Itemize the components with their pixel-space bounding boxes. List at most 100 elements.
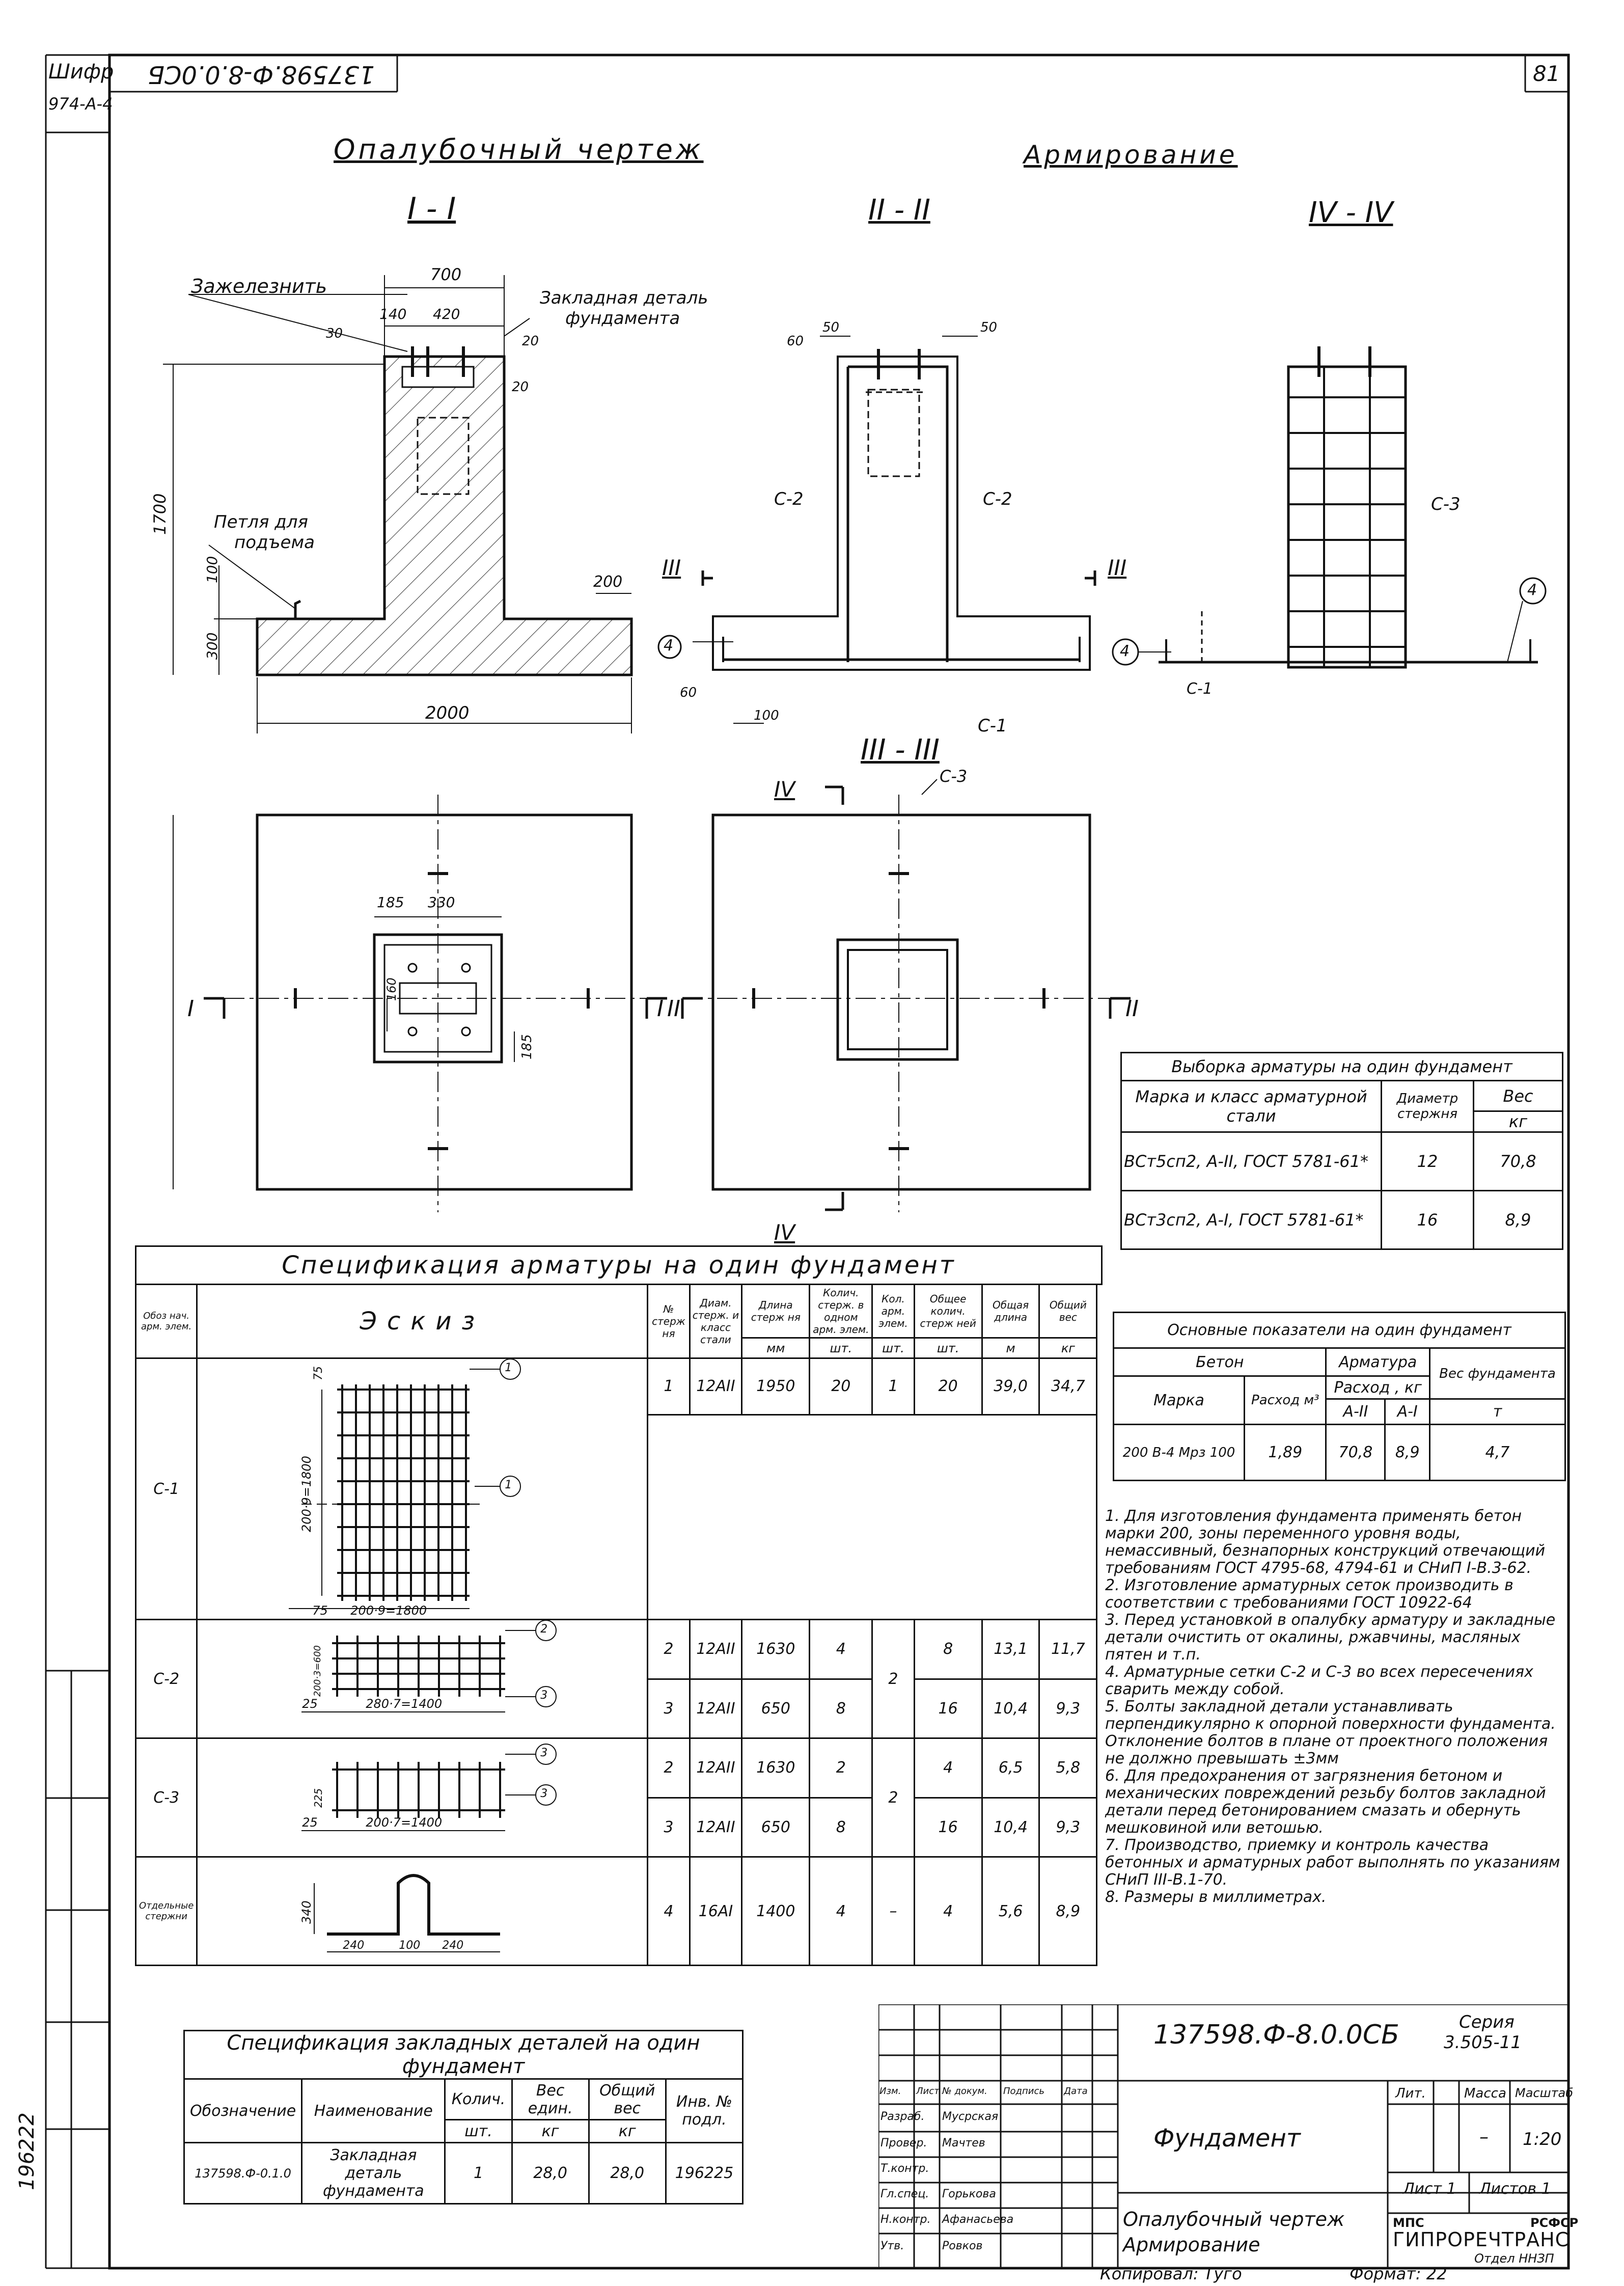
spec-c2-r2-c: 8 (809, 1678, 873, 1739)
tb-series: 3.505-11 (1444, 2032, 1522, 2053)
spec-c1-r1-t: 20 (913, 1357, 983, 1416)
tb-role-5: Н.контр. (880, 2213, 931, 2226)
c2-dim-vert: 200·3=600 (312, 1645, 323, 1697)
ind-h-consumption: Расход м³ (1244, 1375, 1327, 1425)
steel-row-2-mark: ВСт3сп2, А-I, ГОСТ 5781-61* (1120, 1190, 1382, 1250)
spec-sep-l: 1400 (741, 1856, 811, 1966)
spec-h-tot: Общее колич. стерж ней (913, 1284, 983, 1339)
petlya-note-1: Петля для (214, 512, 308, 532)
emb-h-cnt: Колич. (444, 2078, 513, 2120)
spec-c2-r1-l: 1630 (741, 1619, 811, 1680)
zaklad-note-1: Закладная деталь (540, 288, 708, 308)
spec-h-tw: Общий вес (1038, 1284, 1098, 1339)
section-3-cut-left: III (662, 555, 681, 580)
tb-mass: – (1479, 2127, 1489, 2147)
note-1: 1. Для изготовления фундамента применять… (1105, 1507, 1546, 1577)
spec-h-eskiz: Эскиз (196, 1284, 649, 1359)
mark-c3-plan: С-3 (940, 767, 968, 786)
section-2-label: II - II (868, 194, 930, 227)
c1-dim-horiz: 200·9=1800 (350, 1603, 427, 1618)
tb-series-label: Серия (1459, 2012, 1515, 2032)
spec-c2-name: С-2 (134, 1619, 198, 1739)
emb-title: Спецификация закладных деталей на один ф… (183, 2030, 744, 2080)
title-block: 137598.Ф-8.0.0СБ Серия 3.505-11 Фундамен… (878, 2004, 1578, 2268)
spec-c2-r2-no: 3 (647, 1678, 691, 1739)
dim-60a: 60 (787, 334, 804, 349)
spec-sep-no: 4 (647, 1856, 691, 1966)
tb-name-5: Афанасьева (942, 2213, 1014, 2226)
tb-role-1: Разраб. (880, 2110, 925, 2123)
spec-c2-r1-w: 11,7 (1038, 1619, 1098, 1680)
cut-I-right: I (657, 996, 664, 1022)
cut-II-left: II (667, 996, 680, 1022)
spec-c3-r1-no: 2 (647, 1737, 691, 1799)
spec-c3-kel: 2 (871, 1737, 915, 1858)
dim-700: 700 (430, 265, 462, 284)
spec-c2-r2-t: 16 (913, 1678, 983, 1739)
spec-c3-sketch: 25 200·7=1400 225 3 3 (196, 1737, 649, 1858)
ind-consumption: 1,89 (1244, 1424, 1327, 1481)
spec-h-cnt: Колич. стерж. в одном арм. элем. (809, 1284, 873, 1339)
tb-code: 137598.Ф-8.0.0СБ (1153, 2020, 1399, 2050)
spec-c2-kel: 2 (871, 1619, 915, 1739)
spec-c3-r1-w: 5,8 (1038, 1737, 1098, 1799)
left-stub-invno: 196222 (15, 2112, 39, 2190)
tb-role-3: Т.контр. (880, 2162, 929, 2175)
emb-name: Закладная деталь фундамента (301, 2142, 446, 2205)
spec-c3-r1-tl: 6,5 (981, 1737, 1040, 1799)
embedded-parts-table: Спецификация закладных деталей на один ф… (183, 2030, 744, 2205)
section-2-drawing (657, 336, 1096, 724)
emb-h-inv: Инв. № подл. (665, 2078, 744, 2143)
spec-sep-w: 8,9 (1038, 1856, 1098, 1966)
ind-h-a2: А-II (1325, 1398, 1386, 1425)
zaklad-note-2: фундамента (565, 308, 680, 329)
dim-100b: 100 (754, 708, 779, 723)
c1-mark-1b: 1 (505, 1479, 512, 1491)
spec-c1-name: С-1 (134, 1357, 198, 1620)
dim-330: 330 (428, 894, 455, 911)
emb-wt: 28,0 (588, 2142, 667, 2205)
tb-h-list: Лист (916, 2086, 940, 2097)
spec-c2-r1-c: 4 (809, 1619, 873, 1680)
code-value: 974-А-4 (48, 94, 113, 114)
mark-c2-right: С-2 (983, 489, 1012, 509)
spec-c2-r2-tl: 10,4 (981, 1678, 1040, 1739)
indicators-table: Основные показатели на один фундамент Бе… (1112, 1312, 1566, 1481)
spec-sep-t: 4 (913, 1856, 983, 1966)
section-4-drawing (1112, 346, 1547, 669)
rebar-spec-table: Спецификация арматуры на один фундамент … (134, 1245, 1103, 1966)
emb-obozn: 137598.Ф-0.1.0 (183, 2142, 303, 2205)
petlya-note-2: подъема (234, 532, 315, 553)
mark-c3-iv: С-3 (1431, 494, 1461, 514)
note-5: 5. Болты закладной детали устанавливать … (1105, 1698, 1556, 1733)
spec-c2-r2-d: 12АII (689, 1678, 743, 1739)
zazheleznit-note: Зажелезнить (191, 275, 327, 297)
spec-c1-r1-tl: 39,0 (981, 1357, 1040, 1416)
dim-50b: 50 (980, 320, 998, 335)
dim-20b: 20 (512, 379, 529, 395)
tb-org-3: ГИПРОРЕЧТРАНС (1393, 2228, 1570, 2251)
spec-h-len-u: мм (741, 1337, 811, 1359)
sep-dim-240b: 240 (442, 1939, 464, 1952)
spec-h-kel: Кол. арм. элем. (871, 1284, 915, 1339)
ind-h-unit: т (1428, 1398, 1566, 1425)
steel-row-1-weight: 70,8 (1473, 1131, 1563, 1191)
tb-name-4: Горькова (942, 2188, 996, 2200)
steel-h-mark: Марка и класс арматурной стали (1120, 1080, 1382, 1133)
tb-h-sign: Подпись (1003, 2086, 1044, 2097)
emb-h-name: Наименование (301, 2078, 446, 2143)
ind-weight: 4,7 (1428, 1424, 1566, 1481)
spec-sep-c: 4 (809, 1856, 873, 1966)
c3-mark-3b: 3 (540, 1787, 548, 1800)
c1-dim-75a: 75 (312, 1603, 328, 1618)
spec-c3-r2-t: 16 (913, 1797, 983, 1858)
ind-a1: 8,9 (1384, 1424, 1430, 1481)
sep-dim-340: 340 (299, 1900, 314, 1924)
cut-I-left: I (187, 996, 194, 1022)
steel-h-unit: кг (1473, 1110, 1563, 1133)
reinforcement-heading: Армирование (1024, 140, 1238, 170)
spec-c1-r1-w: 34,7 (1038, 1357, 1098, 1416)
spec-c3-r2-w: 9,3 (1038, 1797, 1098, 1858)
sep-dim-240a: 240 (343, 1939, 365, 1952)
ind-a2: 70,8 (1325, 1424, 1386, 1481)
